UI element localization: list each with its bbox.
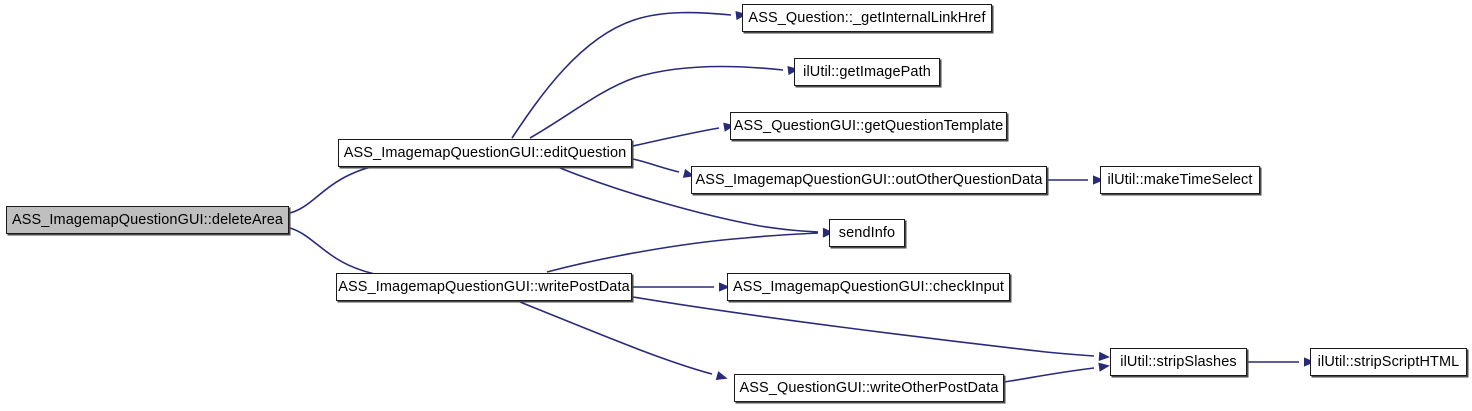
graph-node-label: ilUtil::getImagePath (803, 63, 931, 80)
graph-node-label: ASS_QuestionGUI::writeOtherPostData (739, 379, 999, 396)
graph-node-makeTimeSelect[interactable]: ilUtil::makeTimeSelect (1100, 166, 1260, 194)
graph-node-label: ilUtil::stripScriptHTML (1317, 353, 1460, 370)
graph-node-label: ASS_ImagemapQuestionGUI::outOtherQuestio… (695, 171, 1043, 188)
graph-node-label: sendInfo (838, 224, 896, 241)
graph-node-writePostData[interactable]: ASS_ImagemapQuestionGUI::writePostData (336, 273, 632, 301)
graph-edge-writePostData-writeOtherPostData (519, 301, 713, 375)
graph-edge-arrowhead (1098, 351, 1110, 361)
graph-node-stripSlashes[interactable]: ilUtil::stripSlashes (1110, 348, 1247, 376)
graph-node-label: ASS_ImagemapQuestionGUI::deleteArea (11, 211, 284, 228)
graph-node-label: ASS_ImagemapQuestionGUI::writePostData (338, 278, 630, 295)
graph-node-stripScriptHTML[interactable]: ilUtil::stripScriptHTML (1310, 348, 1467, 376)
graph-node-editQuestion[interactable]: ASS_ImagemapQuestionGUI::editQuestion (338, 139, 632, 167)
graph-node-getImagePath[interactable]: ilUtil::getImagePath (794, 58, 940, 86)
graph-edge-writePostData-stripSlashes (632, 296, 1095, 357)
graph-node-checkInput[interactable]: ASS_ImagemapQuestionGUI::checkInput (727, 273, 1010, 301)
graph-edge-editQuestion-getInternalLinkHref (511, 11, 732, 139)
graph-node-label: ASS_ImagemapQuestionGUI::editQuestion (343, 144, 627, 161)
graph-node-label: ilUtil::makeTimeSelect (1107, 171, 1253, 188)
graph-node-label: ASS_ImagemapQuestionGUI::checkInput (732, 278, 1005, 295)
graph-edge-arrowhead (1098, 362, 1110, 372)
graph-edge-arrowhead (715, 371, 728, 381)
graph-node-writeOtherPostData[interactable]: ASS_QuestionGUI::writeOtherPostData (734, 374, 1004, 402)
graph-node-outOtherQuestionData[interactable]: ASS_ImagemapQuestionGUI::outOtherQuestio… (691, 166, 1047, 194)
graph-edge-deleteArea-editQuestion (289, 161, 406, 214)
graph-node-sendInfo[interactable]: sendInfo (829, 219, 905, 247)
graph-edge-editQuestion-getQuestionTemplate (632, 127, 720, 147)
graph-node-getQuestionTemplate[interactable]: ASS_QuestionGUI::getQuestionTemplate (730, 112, 1007, 140)
graph-edge-editQuestion-outOtherQuestionData (632, 158, 680, 173)
graph-edge-deleteArea-writePostData (289, 227, 404, 279)
graph-edge-writeOtherPostData-stripSlashes (1003, 367, 1095, 383)
graph-node-label: ASS_Question::_getInternalLinkHref (748, 9, 986, 26)
graph-node-label: ilUtil::stripSlashes (1120, 353, 1237, 370)
graph-edge-writePostData-sendInfo (546, 232, 819, 273)
graph-node-getInternalLinkHref[interactable]: ASS_Question::_getInternalLinkHref (742, 4, 992, 32)
graph-node-label: ASS_QuestionGUI::getQuestionTemplate (733, 117, 1004, 134)
graph-node-deleteArea[interactable]: ASS_ImagemapQuestionGUI::deleteArea (6, 206, 289, 234)
